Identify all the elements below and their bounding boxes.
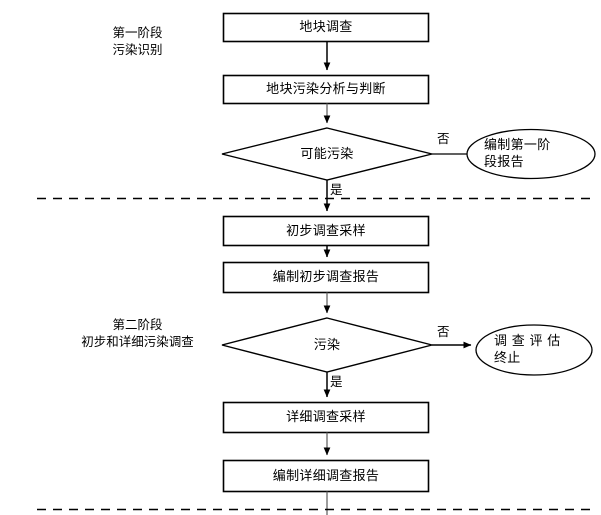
node-possible-pollution	[221, 127, 433, 181]
stage-label-phase-one: 第一阶段 污染识别	[112, 25, 163, 57]
node-land-survey	[222, 12, 430, 43]
edge-label-yes-stage-one: 是	[330, 182, 343, 197]
node-pollution-analysis	[222, 74, 430, 105]
node-phase-one-report	[466, 128, 596, 180]
node-pollution-decision	[221, 317, 433, 373]
stage-label-phase-two: 第二阶段 初步和详细污染调查	[81, 317, 194, 349]
edge-label-no-stage-one: 否	[437, 131, 450, 146]
node-detailed-report	[222, 459, 430, 493]
edge-label-no-stage-two: 否	[437, 324, 450, 339]
node-survey-terminated	[475, 324, 593, 376]
node-preliminary-report	[222, 261, 430, 294]
node-detailed-sampling	[222, 401, 430, 434]
node-preliminary-sampling	[222, 215, 430, 247]
edge-label-yes-stage-two: 是	[330, 374, 343, 389]
